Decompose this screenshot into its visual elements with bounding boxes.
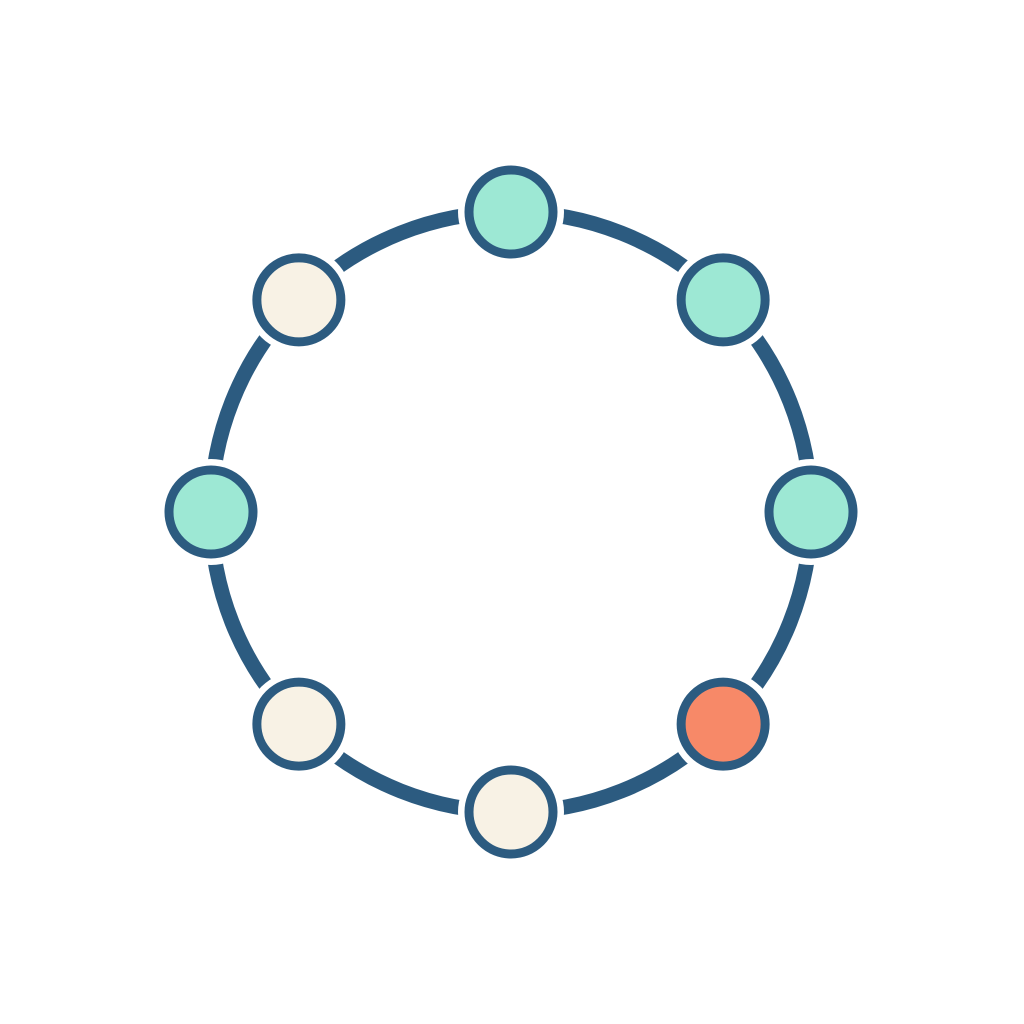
node-circle-active: [676, 253, 770, 347]
node-circle-active: [164, 465, 258, 559]
node-circle-idle: [252, 677, 346, 771]
ring-nodes: [158, 159, 864, 865]
node-circle-active: [764, 465, 858, 559]
node-circle-active: [464, 165, 558, 259]
node-top-left: [245, 246, 352, 353]
node-circle-idle: [464, 765, 558, 859]
node-left: [158, 459, 264, 565]
node-right: [758, 459, 864, 565]
node-bottom-left: [245, 671, 352, 778]
node-top-right: [670, 246, 777, 353]
node-top: [458, 159, 564, 265]
node-bottom: [458, 759, 564, 865]
node-circle-alert: [676, 677, 770, 771]
node-circle-idle: [252, 253, 346, 347]
node-bottom-right: [670, 671, 777, 778]
